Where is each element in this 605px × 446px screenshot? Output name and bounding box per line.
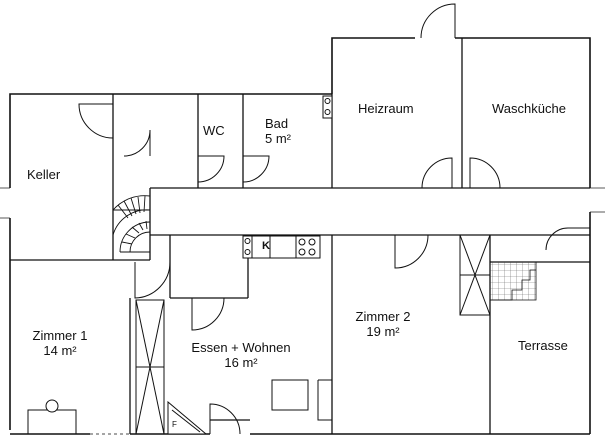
room-essen-wohnen-name: Essen + Wohnen <box>191 340 291 355</box>
terrace-stairs <box>489 261 537 301</box>
fireplace-marker: F <box>172 420 177 429</box>
room-essen-wohnen-label: Essen + Wohnen 16 m² <box>191 340 290 370</box>
shafts <box>135 234 491 435</box>
room-essen-wohnen-area: 16 m² <box>224 355 258 370</box>
door-swings <box>78 3 590 435</box>
kitchen-marker: K <box>262 240 270 252</box>
room-keller-name: Keller <box>27 167 61 182</box>
room-heizraum-name: Heizraum <box>358 101 414 116</box>
room-wc-label: WC <box>203 123 225 138</box>
room-wc-name: WC <box>203 123 225 138</box>
room-terrasse-name: Terrasse <box>518 338 568 353</box>
furniture <box>27 379 333 435</box>
room-keller-label: Keller <box>27 167 60 182</box>
staircase <box>112 195 151 253</box>
room-zimmer2-name: Zimmer 2 <box>355 309 411 324</box>
fireplace <box>167 400 208 435</box>
room-zimmer1-area: 14 m² <box>43 343 77 358</box>
room-waschkueche-name: Waschküche <box>492 101 566 116</box>
room-zimmer2-area: 19 m² <box>366 324 400 339</box>
room-bad-label: Bad 5 m² <box>265 116 291 146</box>
room-bad-area: 5 m² <box>265 131 291 146</box>
room-terrasse-label: Terrasse <box>518 338 568 353</box>
room-waschkueche-label: Waschküche <box>492 101 566 116</box>
exterior-edges <box>0 187 605 435</box>
room-bad-name: Bad <box>265 116 289 131</box>
pipe-fixtures <box>242 95 333 259</box>
room-heizraum-label: Heizraum <box>358 101 414 116</box>
room-zimmer1-name: Zimmer 1 <box>32 328 88 343</box>
room-zimmer1-label: Zimmer 1 14 m² <box>33 328 88 358</box>
room-zimmer2-label: Zimmer 2 19 m² <box>356 309 411 339</box>
